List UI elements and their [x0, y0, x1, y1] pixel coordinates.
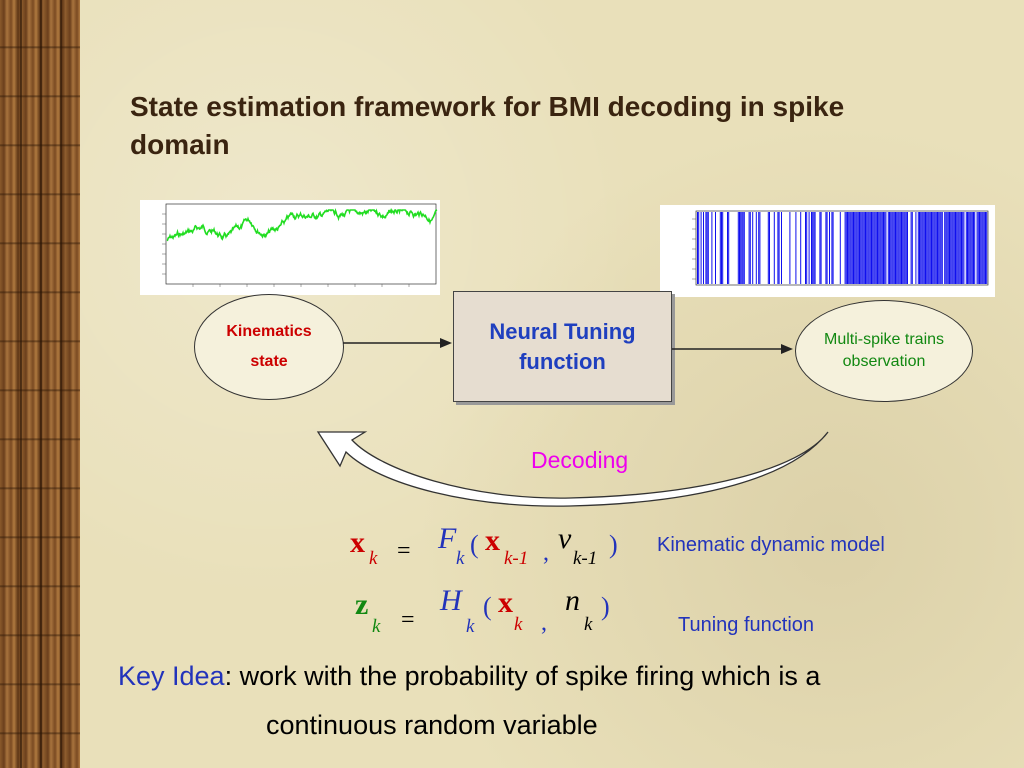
observation-label-line1: Multi-spike trains	[823, 331, 945, 348]
eq1-lhs: x	[350, 526, 365, 559]
kinematics-trace-plot	[140, 200, 440, 295]
eq2-comma: ,	[541, 610, 547, 636]
neural-tuning-node: Neural Tuning function	[453, 291, 672, 402]
key-idea-label: Key Idea	[118, 661, 225, 691]
arrow-tuning-to-observation	[672, 344, 793, 354]
eq1-arg2: v	[558, 522, 572, 555]
eq1-arg1-sub: k-1	[504, 548, 529, 569]
tuning-label-line1: Neural Tuning	[489, 318, 636, 344]
eq2-func-sub: k	[466, 616, 475, 637]
eq1-lhs-sub: k	[369, 548, 378, 569]
slide-title: State estimation framework for BMI decod…	[130, 91, 845, 160]
eq2-open: (	[483, 592, 492, 621]
eq1-open: (	[470, 530, 479, 559]
eq2-lhs-sub: k	[372, 616, 381, 637]
spike-raster-plot	[660, 205, 995, 297]
tuning-label-line2: function	[519, 348, 606, 374]
kinematics-label-line2: state	[250, 353, 288, 370]
key-idea-text-line1: : work with the probability of spike fir…	[224, 661, 821, 691]
eq2-func: H	[440, 584, 462, 617]
eq1-func: F	[438, 522, 457, 555]
spike-raster-svg	[692, 210, 989, 286]
eq2-close: )	[601, 592, 610, 621]
observation-node: Multi-spike trains observation	[795, 300, 973, 402]
eq2-equals: =	[401, 607, 415, 633]
kinematics-state-node: Kinematics state	[194, 294, 344, 400]
key-idea-line1: Key Idea: work with the probability of s…	[118, 661, 820, 692]
wood-border	[0, 0, 80, 768]
decoding-label: Decoding	[531, 447, 629, 473]
eq2-description: Tuning function	[678, 614, 815, 636]
eq2-arg1-sub: k	[514, 614, 523, 635]
arrow-kinematics-to-tuning	[343, 338, 452, 348]
eq1-arg2-sub: k-1	[573, 548, 598, 569]
eq2-lhs: z	[355, 588, 369, 621]
eq2-arg1: x	[498, 586, 513, 619]
eq1-description: Kinematic dynamic model	[657, 534, 885, 556]
eq1-arg1: x	[485, 524, 500, 557]
eq1-close: )	[609, 530, 618, 559]
eq2-arg2: n	[565, 584, 580, 617]
kinematics-label-line1: Kinematics	[226, 323, 312, 340]
eq2-arg2-sub: k	[584, 614, 593, 635]
key-idea-text-line2: continuous random variable	[266, 710, 598, 740]
eq1-func-sub: k	[456, 548, 465, 569]
observation-label-line2: observation	[842, 353, 926, 370]
eq1-comma: ,	[543, 540, 549, 566]
decoding-curved-arrow	[316, 431, 829, 507]
eq1-equals: =	[397, 538, 411, 564]
kinematics-trace-svg	[162, 203, 438, 287]
